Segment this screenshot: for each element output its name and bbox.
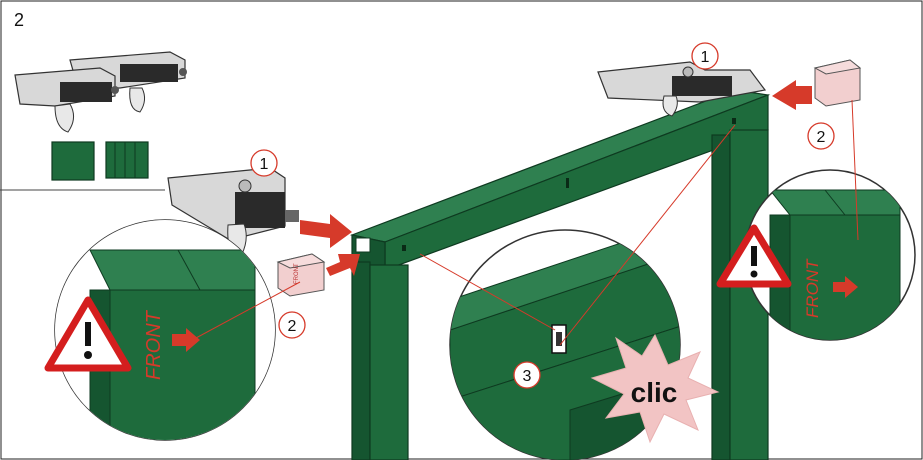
left-detail-circle: FRONT (54, 219, 276, 441)
frame-right-post-side (711, 134, 731, 460)
right-bracket-assembly (597, 59, 862, 117)
callout-1-right: 1 (691, 42, 719, 70)
frame-slot (402, 245, 406, 251)
arrow (326, 254, 360, 276)
callout-1-left: 1 (250, 149, 278, 177)
frame-left-post-side (351, 261, 371, 460)
callout-3: 3 (513, 361, 541, 389)
frame-left-post-front (369, 264, 409, 460)
callout-2-right: 2 (807, 122, 835, 150)
callout-number: 1 (701, 49, 710, 66)
callout-number: 1 (260, 156, 269, 173)
left-bracket-assembly: FRONT (167, 167, 326, 297)
right-detail-circle: FRONT (744, 169, 916, 341)
front-label: FRONT (143, 309, 165, 380)
frame-top-beam-top (349, 89, 771, 243)
front-label-small: FRONT (294, 263, 300, 284)
clic-label: clic (631, 377, 678, 408)
warning-icon (716, 224, 792, 288)
leader-line (419, 253, 556, 331)
leader-line (851, 99, 859, 241)
callout-number: 2 (817, 129, 826, 146)
insert-arrows-left (300, 214, 360, 276)
clic-burst: clic (590, 333, 720, 444)
middle-detail-circle (449, 229, 681, 460)
bracket-part (14, 67, 119, 133)
callout-2-left: 2 (278, 311, 306, 339)
green-clip-part (51, 141, 95, 181)
pink-clip-part: FRONT (276, 253, 326, 297)
step-number: 2 (14, 10, 25, 30)
pink-clip-part (813, 59, 862, 107)
warning-icon (44, 296, 132, 372)
leader-line (559, 124, 736, 346)
parts-group (14, 51, 187, 181)
arrow (300, 214, 352, 248)
direction-arrow (172, 328, 200, 352)
front-label: FRONT (803, 258, 822, 318)
leader-line (182, 281, 301, 346)
frame-slot (566, 178, 569, 188)
green-clip-part (105, 141, 149, 179)
callout-number: 2 (288, 318, 297, 335)
green-frame (349, 89, 771, 460)
frame-slot (732, 118, 736, 124)
direction-arrow (833, 276, 858, 298)
insert-arrow-right (772, 80, 812, 110)
callout-number: 3 (523, 368, 532, 385)
beam-opening (355, 237, 371, 253)
